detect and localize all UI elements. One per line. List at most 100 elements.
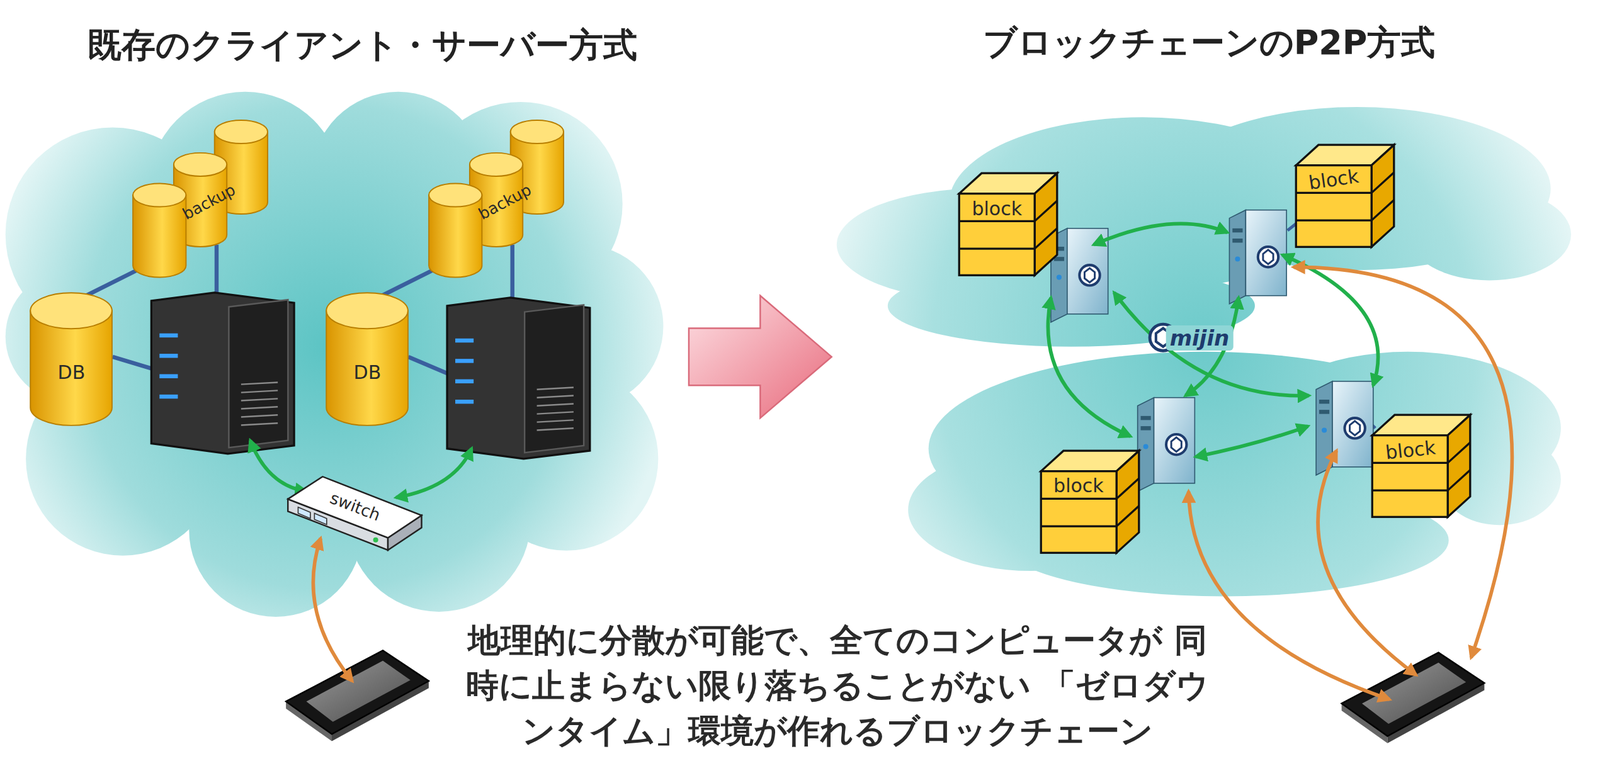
server-node [1056,275,1062,281]
server-tower [241,406,278,409]
block-front [1372,435,1449,518]
cloud-background [5,91,664,618]
block-layer [1040,525,1117,528]
section-title: ブロックチェーンのP2P方式 [982,20,1436,67]
cable-line [510,244,514,303]
server-tower [241,414,278,417]
logo-text: mijin [1166,325,1234,351]
cloud-background [1407,188,1572,281]
block-stack-shape [1370,413,1473,520]
block-stack: block [1038,448,1141,556]
smartphone [306,661,411,723]
server-node [1258,246,1279,267]
database-cylinder: DB [324,290,410,428]
server-node [1350,421,1361,436]
server-tower [455,338,474,343]
cable-line [112,357,154,369]
server-node [1245,210,1287,296]
switch-top [287,476,422,538]
server-node [1166,434,1187,455]
cylinder-top [469,153,522,177]
server-tower [447,297,591,460]
block-front [1040,471,1117,554]
network-arrow [249,440,307,492]
server-node [1332,381,1374,468]
server-node [1171,437,1182,453]
block-layer [958,248,1035,250]
block-stack-shape [957,171,1060,278]
block-layer [1034,200,1058,222]
server-tower [537,403,574,406]
node-label: block [1384,436,1437,463]
server-tower [241,398,278,401]
server-tower [455,399,474,404]
server-node [1140,416,1152,420]
server-node [1079,265,1100,286]
smartphone [1341,652,1485,744]
database-cylinder-shape [324,290,410,428]
node-label: block [971,197,1022,219]
cylinder-body [428,195,482,278]
caption-text: 地理的に分散が可能で、全てのコンピュータが 同時に止まらない限り落ちることがない… [465,618,1209,754]
block-stack: block [1293,142,1396,250]
server-tower [151,292,295,454]
server-node [1154,397,1196,484]
cable-line [377,266,439,298]
block-layer [1040,498,1117,500]
cylinder-top [214,120,267,144]
block-stack: block [957,171,1060,278]
server-node [1319,399,1330,404]
block-stack-shape [1293,142,1396,250]
server-node [1050,210,1374,492]
cylinder-top [510,120,563,144]
block-layer [1116,478,1140,499]
server-tower [159,353,178,358]
node-label: DB [353,362,382,383]
block-layer [1295,219,1372,222]
node-label: block [1053,475,1104,497]
access-arrow [312,538,352,682]
server-tower [159,333,178,338]
block-side [1034,173,1058,276]
database-cylinder-shape [28,290,114,428]
block-layer [1116,506,1140,527]
cylinder-top [132,183,186,208]
network-arrow [1195,426,1308,458]
server-tower [241,390,278,393]
block-side [1448,415,1471,518]
cylinder-top [326,292,409,329]
block-side [1116,450,1140,553]
cylinder-body [132,195,186,278]
block-stack: block [1370,413,1473,520]
database-cylinder: DB [28,290,114,428]
access-arrow [1188,491,1390,700]
cable-line [81,266,143,298]
block-layer [1372,489,1449,492]
cylinder-top [173,153,227,177]
server-tower [151,292,295,454]
server-tower [537,419,574,422]
server-tower [159,394,178,399]
block-stack-shape [1038,448,1141,556]
block-layer [1034,228,1058,249]
server-node [1084,268,1095,283]
node-label: DB [57,362,86,383]
switch-port [314,513,327,525]
server-node [1232,238,1243,243]
server-tower [537,428,574,431]
access-arrow [1293,266,1512,658]
smartphone [285,650,429,742]
cloud-background [836,107,1572,597]
transition-arrow [688,295,832,419]
network-arrow [1047,297,1131,437]
server-node [1321,428,1327,434]
server-tower [537,387,574,390]
server-node [1263,249,1274,265]
block-layer [1295,192,1372,194]
server-tower [537,395,574,398]
block-layer [1448,442,1471,463]
cylinder-top [428,183,482,208]
